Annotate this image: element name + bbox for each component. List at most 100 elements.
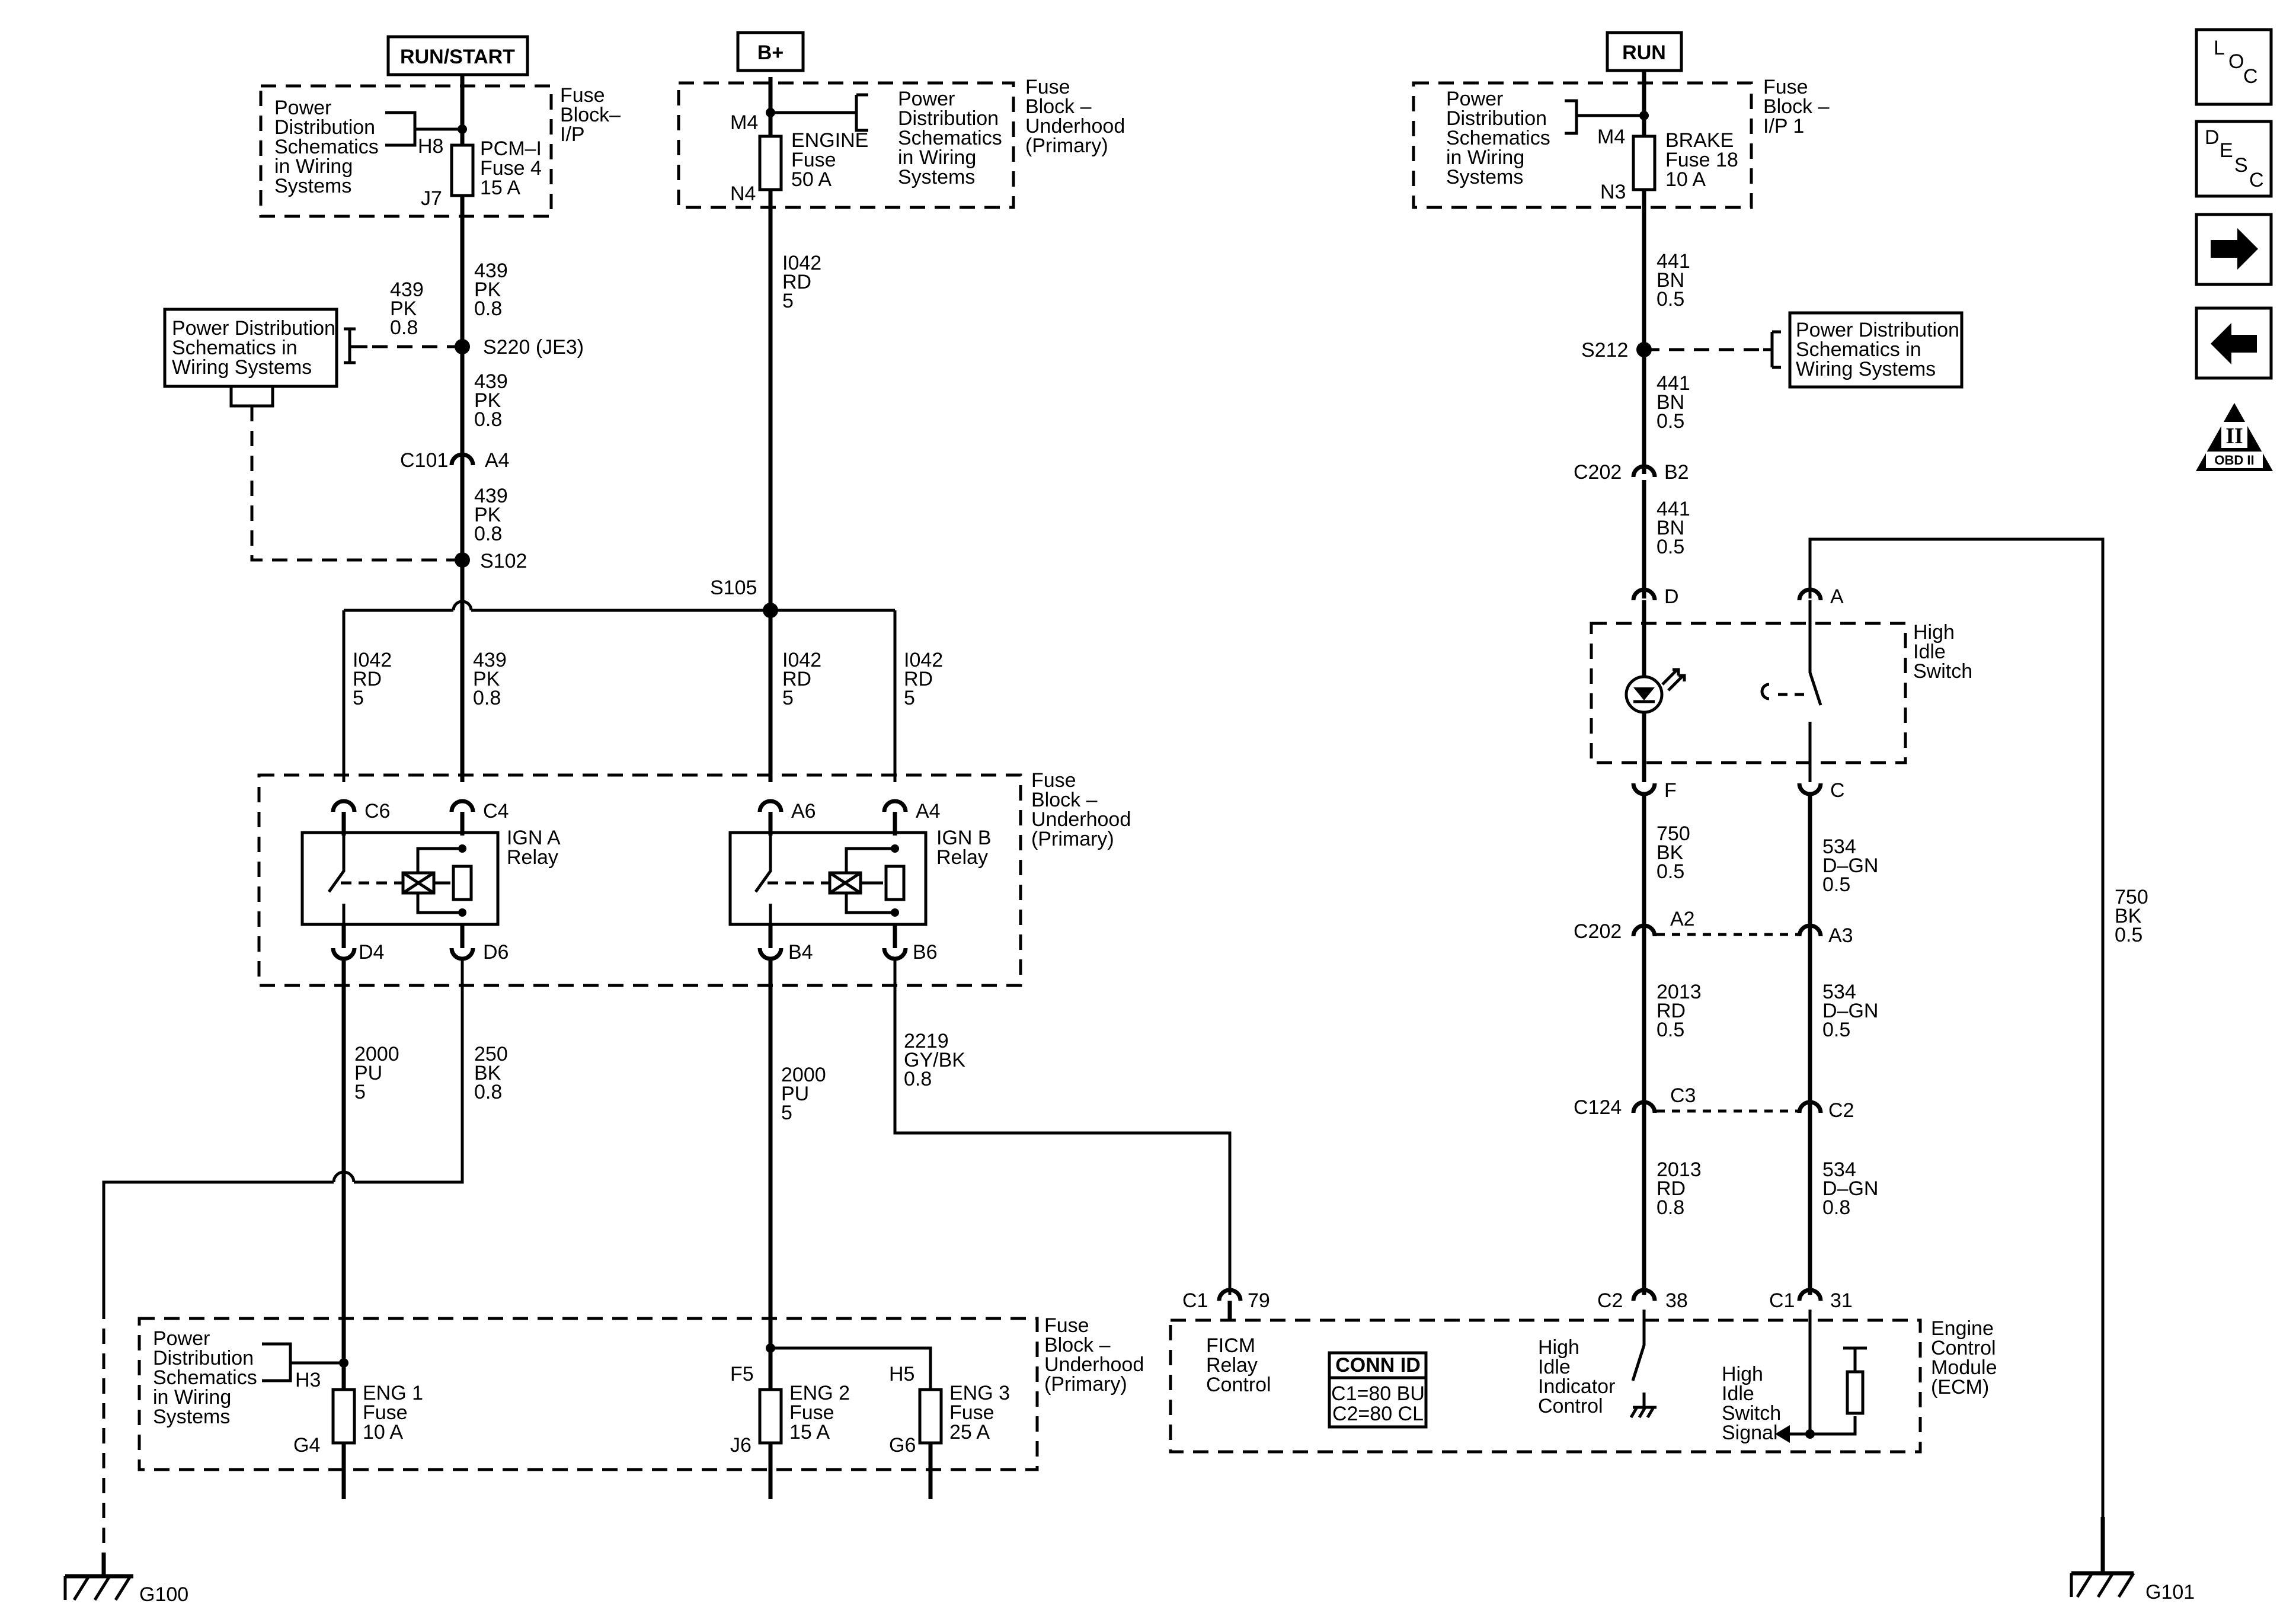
svg-text:439: 439 — [390, 279, 424, 301]
pin-c4: C4 — [483, 800, 509, 822]
svg-text:Schematics in: Schematics in — [1796, 338, 1921, 361]
svg-text:(Primary): (Primary) — [1044, 1373, 1127, 1395]
ecm-label: Engine Control Module (ECM) — [1931, 1317, 1997, 1398]
svg-text:BRAKE: BRAKE — [1665, 129, 1734, 152]
connector-c202-top — [1631, 464, 1657, 478]
svg-text:PK: PK — [474, 389, 501, 412]
svg-text:Control: Control — [1206, 1374, 1271, 1396]
wire-2219: 2219 GY/BK 0.8 — [904, 1030, 965, 1090]
svg-text:750: 750 — [1657, 822, 1690, 845]
svg-text:2000: 2000 — [781, 1064, 826, 1086]
svg-text:PK: PK — [474, 279, 501, 301]
svg-text:250: 250 — [474, 1043, 508, 1065]
svg-text:Fuse 18: Fuse 18 — [1665, 149, 1738, 171]
svg-text:High: High — [1722, 1363, 1763, 1385]
wire-441-b: 441 BN 0.5 — [1657, 372, 1690, 433]
svg-text:2000: 2000 — [354, 1043, 399, 1065]
wire-1042-a: I042 RD 5 — [353, 649, 392, 709]
svg-text:Control: Control — [1931, 1337, 1996, 1359]
ecm-pin-31: 31 — [1830, 1289, 1853, 1312]
connector-c202-top-pin: B2 — [1664, 461, 1689, 484]
splice-s102-label: S102 — [480, 550, 527, 572]
svg-text:RD: RD — [1657, 1177, 1686, 1200]
relay-ign-a — [300, 799, 500, 961]
svg-text:Fuse: Fuse — [560, 84, 605, 107]
loc-icon[interactable]: L O C — [2195, 28, 2273, 106]
svg-text:ENG 1: ENG 1 — [363, 1382, 423, 1404]
arrow-right-icon[interactable] — [2195, 213, 2273, 286]
svg-text:Power: Power — [898, 88, 955, 110]
svg-text:PU: PU — [781, 1083, 809, 1105]
svg-text:Relay: Relay — [507, 846, 558, 869]
svg-text:E: E — [2220, 139, 2233, 162]
splice-s105-label: S105 — [710, 577, 757, 599]
wire-1042-b: I042 RD 5 — [782, 252, 821, 312]
svg-text:Systems: Systems — [153, 1406, 230, 1428]
svg-text:IGN A: IGN A — [507, 827, 561, 849]
svg-text:Switch: Switch — [1722, 1402, 1781, 1425]
svg-text:0.8: 0.8 — [473, 687, 501, 709]
svg-text:10 A: 10 A — [1665, 168, 1706, 191]
connector-c124-c2: C2 — [1828, 1099, 1854, 1122]
pin-j6: J6 — [730, 1434, 752, 1457]
svg-text:15 A: 15 A — [789, 1421, 830, 1443]
pds-label-ip1: Power Distribution Schematics in Wiring … — [1446, 88, 1550, 188]
fuse-block-ip1-outline — [1412, 81, 1753, 209]
fuse-pcm-i-label: PCM–I Fuse 4 15 A — [480, 137, 542, 199]
ecm-pin-c1-a: C1 — [1182, 1289, 1208, 1312]
svg-text:L: L — [2214, 37, 2225, 59]
svg-text:Relay: Relay — [936, 846, 988, 869]
desc-icon[interactable]: D E S C — [2195, 120, 2273, 198]
svg-text:ENG 2: ENG 2 — [789, 1382, 850, 1404]
pin-d6: D6 — [483, 941, 509, 964]
svg-text:Schematics: Schematics — [898, 127, 1002, 149]
source-run-start: RUN/START — [386, 35, 529, 76]
svg-text:I042: I042 — [782, 252, 821, 274]
svg-text:Fuse: Fuse — [1031, 769, 1076, 792]
svg-text:2013: 2013 — [1657, 1158, 1702, 1181]
fuse-engine-label: ENGINE Fuse 50 A — [791, 129, 868, 191]
svg-text:RD: RD — [353, 668, 382, 690]
svg-text:D–GN: D–GN — [1822, 854, 1878, 877]
obd-ii-icon[interactable]: II OBD II — [2196, 403, 2273, 471]
svg-text:FICM: FICM — [1206, 1334, 1255, 1357]
svg-text:Block –: Block – — [1025, 95, 1092, 118]
svg-text:534: 534 — [1822, 1158, 1856, 1181]
svg-text:ENGINE: ENGINE — [791, 129, 868, 152]
svg-text:Fuse: Fuse — [949, 1401, 994, 1424]
pds-box-right — [1788, 311, 1964, 389]
svg-text:OBD II: OBD II — [2214, 453, 2254, 468]
svg-text:5: 5 — [353, 687, 364, 709]
pin-a6: A6 — [791, 800, 816, 822]
svg-text:Fuse: Fuse — [1025, 76, 1070, 98]
source-run-start-label: RUN/START — [400, 46, 515, 68]
high-idle-switch-outline — [1590, 622, 1907, 764]
svg-text:D: D — [2205, 126, 2220, 149]
wire-439-d: 439 PK 0.8 — [474, 485, 508, 545]
svg-text:0.5: 0.5 — [1657, 536, 1684, 558]
pds-box-left — [163, 308, 338, 388]
svg-text:15 A: 15 A — [480, 177, 520, 199]
svg-text:441: 441 — [1657, 372, 1690, 395]
svg-text:IGN B: IGN B — [936, 827, 992, 849]
wire-534-b: 534 D–GN 0.5 — [1822, 981, 1878, 1041]
svg-text:Fuse 4: Fuse 4 — [480, 157, 542, 180]
svg-text:Block –: Block – — [1031, 789, 1098, 811]
svg-text:750: 750 — [2115, 886, 2148, 908]
svg-text:in Wiring: in Wiring — [1446, 146, 1524, 169]
svg-text:BK: BK — [474, 1062, 501, 1084]
wire-439-e: 439 PK 0.8 — [473, 649, 507, 709]
svg-text:Power: Power — [153, 1327, 210, 1350]
svg-text:S: S — [2234, 154, 2248, 177]
svg-text:0.5: 0.5 — [1822, 1019, 1850, 1041]
svg-text:Idle: Idle — [1913, 641, 1946, 663]
wire-2013-a: 2013 RD 0.5 — [1657, 981, 1702, 1041]
pds-box-right-label: Power Distribution Schematics in Wiring … — [1796, 319, 1959, 380]
pin-f: F — [1664, 779, 1677, 802]
source-b-plus: B+ — [736, 31, 805, 72]
connector-c101-pin: A4 — [485, 449, 510, 472]
splice-s212-label: S212 — [1581, 339, 1628, 361]
svg-text:Distribution: Distribution — [274, 116, 375, 139]
arrow-left-icon[interactable] — [2195, 306, 2273, 380]
